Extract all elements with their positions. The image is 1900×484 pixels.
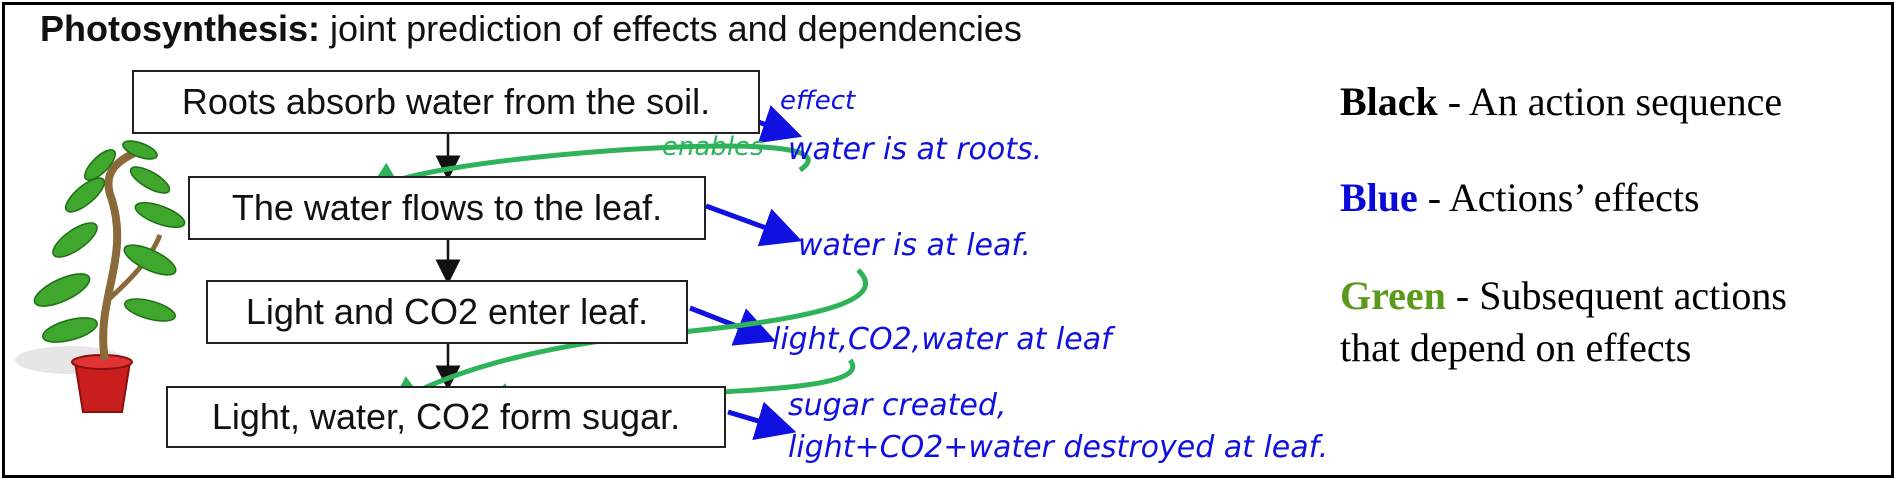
legend-desc-blue: - Actions’ effects xyxy=(1417,175,1700,220)
effect-tag: effect xyxy=(780,86,856,116)
step-text-1: Roots absorb water from the soil. xyxy=(181,81,711,122)
legend-key-black: Black xyxy=(1340,79,1438,124)
dependency-arrow-1 xyxy=(365,143,811,196)
legend-black: Black - An action sequence xyxy=(1340,78,1782,125)
title-bold: Photosynthesis: xyxy=(40,8,321,49)
legend-green: Green - Subsequent actions xyxy=(1340,272,1787,319)
step-text-3: Light and CO2 enter leaf. xyxy=(245,291,649,332)
effect-label-3: light,CO2,water at leaf xyxy=(772,322,1112,357)
figure-title: Photosynthesis: joint prediction of effe… xyxy=(40,8,1022,50)
enables-tag: enables xyxy=(662,132,764,162)
legend-key-blue: Blue xyxy=(1340,175,1418,220)
effect-arrow-4 xyxy=(727,401,797,441)
legend-desc-green: - Subsequent actions xyxy=(1445,273,1787,318)
legend-desc-black: - An action sequence xyxy=(1437,79,1783,124)
step-box-2: The water flows to the leaf. xyxy=(188,176,706,240)
effect-label-4a: sugar created, xyxy=(788,388,1007,423)
step-text-2: The water flows to the leaf. xyxy=(231,187,663,228)
effect-label-2: water is at leaf. xyxy=(798,228,1031,263)
step-text-4: Light, water, CO2 form sugar. xyxy=(211,396,681,437)
legend-key-green: Green xyxy=(1340,273,1446,318)
step-box-1: Roots absorb water from the soil. xyxy=(132,70,760,134)
step-box-4: Light, water, CO2 form sugar. xyxy=(166,386,726,448)
effect-arrow-3 xyxy=(689,305,776,346)
legend-blue: Blue - Actions’ effects xyxy=(1340,174,1700,221)
step-box-3: Light and CO2 enter leaf. xyxy=(206,280,688,344)
effect-label-1: water is at roots. xyxy=(788,132,1043,167)
effect-arrow-2 xyxy=(705,203,803,247)
effect-label-4b: light+CO2+water destroyed at leaf. xyxy=(788,430,1329,465)
plant-illustration xyxy=(15,140,186,413)
title-rest: joint prediction of effects and dependen… xyxy=(320,8,1022,49)
legend-green-continued: that depend on effects xyxy=(1340,325,1692,370)
